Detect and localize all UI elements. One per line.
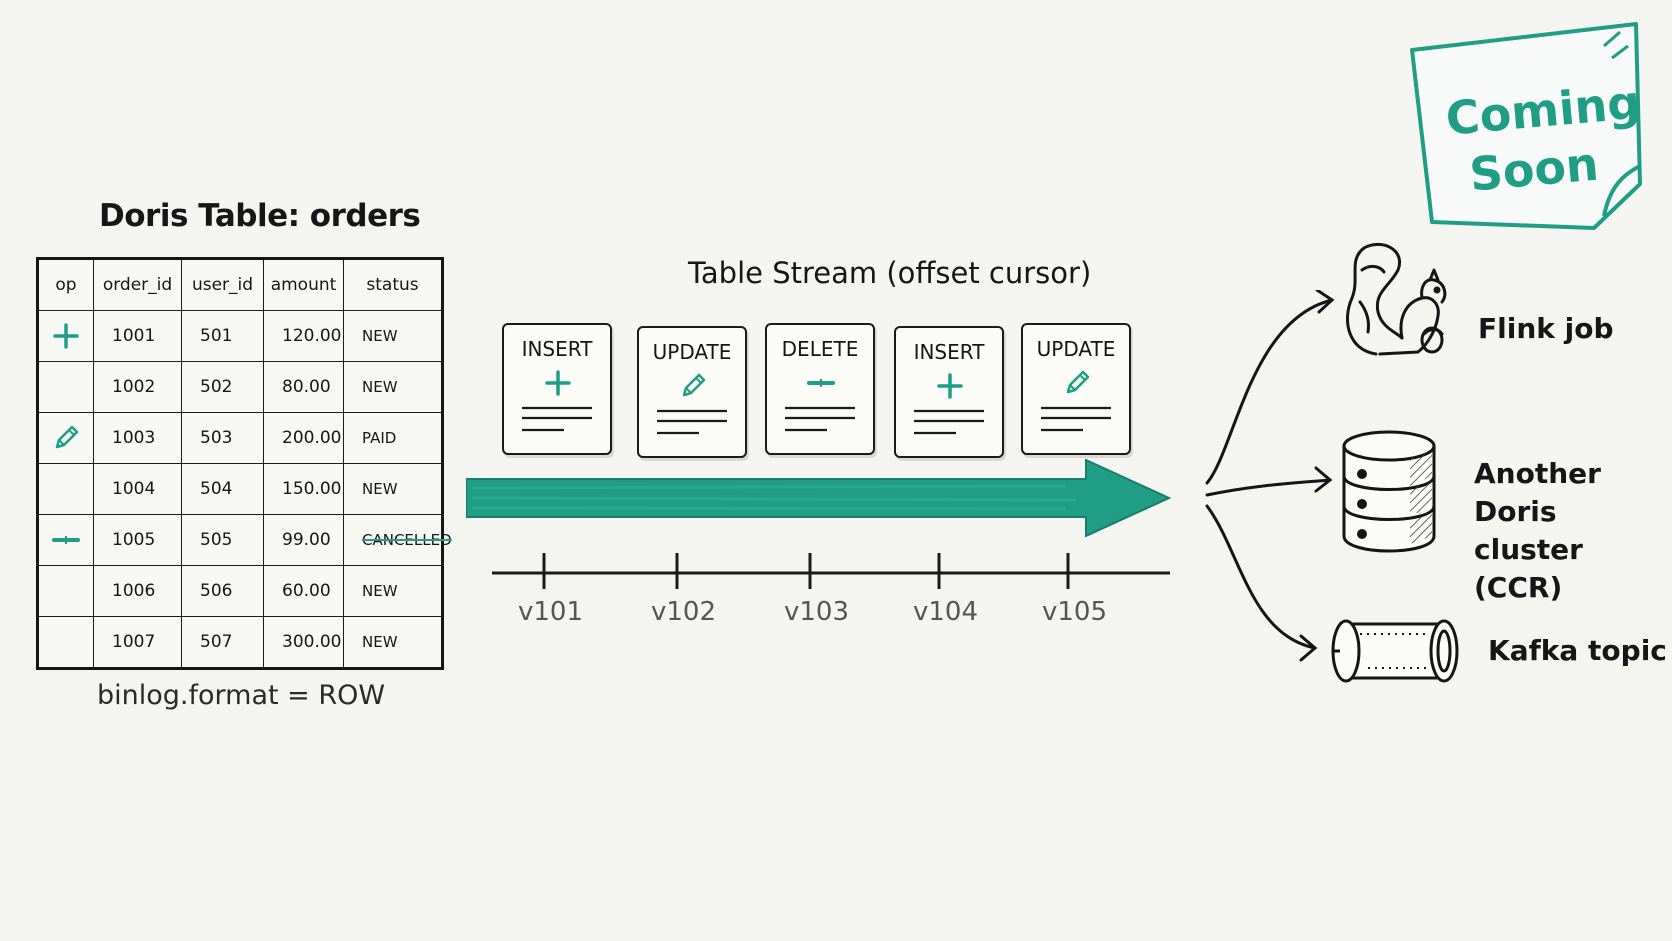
row-amount: 60.00: [263, 565, 344, 617]
event-type-label: INSERT: [521, 337, 593, 361]
stream-flow-arrow: [466, 458, 1172, 538]
row-status: NEW: [343, 565, 443, 617]
stream-title: Table Stream (offset cursor): [688, 256, 1092, 290]
column-header-order-id: order_id: [93, 258, 182, 311]
binlog-format-note: binlog.format = ROW: [97, 680, 386, 711]
row-order-id: 1006: [93, 565, 182, 617]
row-op-cell: [37, 310, 94, 362]
table-title: Doris Table: orders: [99, 198, 421, 234]
table-header-row: op order_id user_id amount status: [37, 258, 443, 311]
card-text-lines: [785, 406, 855, 432]
row-op-cell: [37, 514, 94, 566]
coming-soon-line-2: Soon: [1467, 137, 1600, 202]
row-status: NEW: [343, 616, 443, 669]
row-status: NEW: [343, 361, 443, 413]
row-user-id: 506: [181, 565, 264, 617]
version-timeline: [492, 553, 1170, 589]
pencil-icon: [1062, 368, 1092, 398]
pencil-icon: [51, 423, 81, 453]
row-op-cell: [37, 361, 94, 413]
column-header-amount: amount: [263, 258, 344, 311]
row-status: NEW: [343, 310, 443, 362]
row-user-id: 505: [181, 514, 264, 566]
stream-event-card: DELETE: [765, 323, 875, 455]
plus-icon: [51, 321, 81, 351]
row-amount: 150.00: [263, 463, 344, 515]
row-amount: 80.00: [263, 361, 344, 413]
card-text-lines: [914, 409, 984, 435]
version-label: v103: [784, 597, 850, 627]
version-label: v101: [518, 597, 584, 627]
row-op-cell: [37, 463, 94, 515]
row-order-id: 1002: [93, 361, 182, 413]
stream-event-card: UPDATE: [1021, 323, 1131, 455]
row-amount: 120.00: [263, 310, 344, 362]
squirrel-icon: [1345, 242, 1447, 356]
version-label: v105: [1042, 597, 1108, 627]
card-text-lines: [1041, 406, 1111, 432]
coming-soon-badge: Coming Soon: [1410, 22, 1642, 230]
row-op-cell: [37, 616, 94, 669]
row-order-id: 1003: [93, 412, 182, 464]
row-amount: 200.00: [263, 412, 344, 464]
version-label: v102: [651, 597, 717, 627]
row-amount: 300.00: [263, 616, 344, 669]
column-header-user-id: user_id: [181, 258, 264, 311]
card-text-lines: [522, 406, 592, 432]
plus-icon: [543, 368, 573, 398]
row-order-id: 1007: [93, 616, 182, 669]
minus-icon: [806, 368, 836, 398]
row-status: CANCELLED: [343, 514, 452, 566]
row-op-cell: [37, 412, 94, 464]
pencil-icon: [678, 371, 708, 401]
card-text-lines: [657, 409, 727, 435]
row-status: PAID: [343, 412, 443, 464]
stream-event-card: INSERT: [894, 326, 1004, 458]
row-status: NEW: [343, 463, 443, 515]
pipe-icon: [1331, 619, 1459, 683]
event-type-label: UPDATE: [652, 340, 732, 364]
row-order-id: 1005: [93, 514, 182, 566]
fan-out-arrows: [1205, 290, 1335, 662]
plus-icon: [935, 371, 965, 401]
event-type-label: DELETE: [781, 337, 859, 361]
row-amount: 99.00: [263, 514, 344, 566]
row-order-id: 1004: [93, 463, 182, 515]
target-label-flink: Flink job: [1478, 312, 1614, 345]
row-user-id: 504: [181, 463, 264, 515]
column-header-op: op: [37, 258, 94, 311]
row-user-id: 503: [181, 412, 264, 464]
row-user-id: 502: [181, 361, 264, 413]
row-user-id: 501: [181, 310, 264, 362]
event-type-label: INSERT: [913, 340, 985, 364]
row-user-id: 507: [181, 616, 264, 669]
event-type-label: UPDATE: [1036, 337, 1116, 361]
version-label: v104: [913, 597, 979, 627]
row-order-id: 1001: [93, 310, 182, 362]
stream-event-card: INSERT: [502, 323, 612, 455]
stream-event-card: UPDATE: [637, 326, 747, 458]
target-label-kafka: Kafka topic: [1488, 634, 1667, 667]
column-header-status: status: [343, 258, 443, 311]
minus-icon: [51, 525, 81, 555]
row-op-cell: [37, 565, 94, 617]
database-icon: [1342, 430, 1436, 553]
